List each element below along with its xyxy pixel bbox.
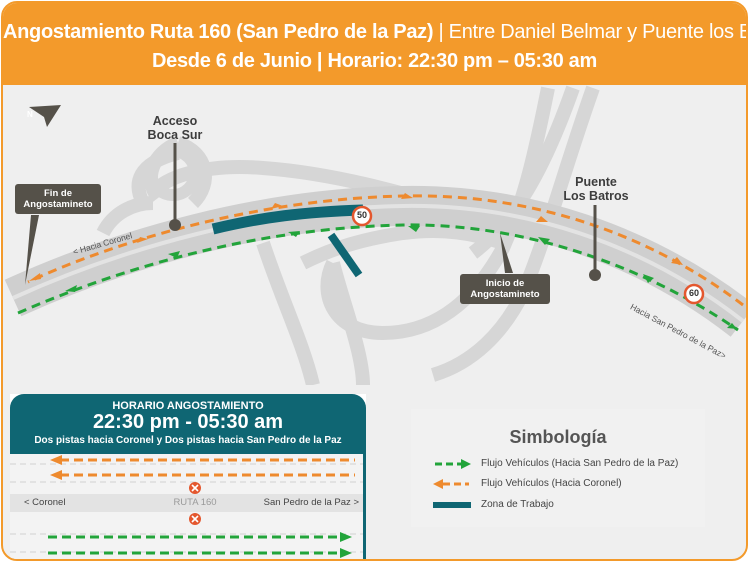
schedule-panel: HORARIO ANGOSTAMIENTO 22:30 pm - 05:30 a… <box>10 394 366 559</box>
sanpedro-label: San Pedro de la Paz > <box>263 497 359 508</box>
closed-lane-icon-2 <box>189 513 201 525</box>
legend-item-work-zone: Zona de Trabajo <box>481 499 554 510</box>
north-arrow-icon <box>29 105 61 127</box>
fin-line1: Fin de <box>44 188 72 199</box>
inicio-line1: Inicio de <box>485 278 525 289</box>
flow-sanpedro-arrows <box>65 226 737 329</box>
schedule-subtitle: Desde 6 de Junio | Horario: 22:30 pm – 0… <box>151 50 597 72</box>
legend-swatch-sanpedro <box>435 459 471 469</box>
lane-lines <box>10 455 363 558</box>
schedule-description: Dos pistas hacia Coronel y Dos pistas ha… <box>34 435 342 446</box>
lane-coronel <box>50 455 355 480</box>
median-strip <box>10 494 363 512</box>
schedule-time: 22:30 pm - 05:30 am <box>92 411 284 433</box>
route-label: RUTA 160 <box>173 497 217 508</box>
title-main: Angostamiento Ruta 160 (San Pedro de la … <box>3 21 434 43</box>
work-zone-ramp <box>327 232 363 278</box>
title-subtitle: Entre Daniel Belmar y Puente los Batros <box>448 21 746 43</box>
north-label: N <box>27 110 33 119</box>
fin-line2: Angostamineto <box>23 199 93 210</box>
legend-item-sanpedro: Flujo Vehículos (Hacia San Pedro de la P… <box>481 458 679 469</box>
acceso-label: Acceso Boca Sur <box>131 114 219 142</box>
speed-value-a: 50 <box>356 210 367 220</box>
acceso-line2: Boca Sur <box>147 128 203 142</box>
legend-item-coronel: Flujo Vehículos (Hacia Coronel) <box>481 478 622 489</box>
acceso-dot <box>169 219 181 231</box>
coronel-label: < Coronel <box>24 497 66 508</box>
legend-box: Simbología Flujo Vehículos (Hacia San Pe… <box>411 409 705 527</box>
flow-coronel-arrows <box>29 193 683 281</box>
speed-value-b: 60 <box>688 288 699 298</box>
main-road-median <box>12 203 745 323</box>
inicio-angostamiento-box: Inicio de Angostamineto <box>460 274 550 304</box>
header-banner: Angostamiento Ruta 160 (San Pedro de la … <box>3 3 746 85</box>
puente-label: Puente Los Batros <box>551 175 641 203</box>
closed-lane-icon <box>189 482 201 494</box>
roundabout <box>145 145 201 201</box>
inicio-line2: Angostamineto <box>470 289 540 300</box>
speed-sign-a <box>351 205 373 227</box>
acceso-line1: Acceso <box>152 114 198 128</box>
page-title: Angostamiento Ruta 160 (San Pedro de la … <box>3 21 746 44</box>
work-zone <box>211 204 364 235</box>
legend-title: Simbología <box>509 427 607 447</box>
fin-pointer <box>25 215 39 285</box>
schedule-panel-header: HORARIO ANGOSTAMIENTO 22:30 pm - 05:30 a… <box>10 394 366 454</box>
lane-diagram: < Coronel RUTA 160 San Pedro de la Paz > <box>10 454 366 559</box>
puente-line1: Puente <box>575 175 617 189</box>
lane-sanpedro <box>48 532 352 558</box>
fin-angostamiento-box: Fin de Angostamineto <box>15 184 101 214</box>
flow-sanpedro <box>17 223 739 332</box>
legend-swatch-coronel <box>433 479 469 489</box>
puente-line2: Los Batros <box>563 189 629 203</box>
schedule-title: HORARIO ANGOSTAMIENTO <box>112 400 264 412</box>
road-map <box>4 85 746 385</box>
title-separator: | <box>433 21 449 43</box>
puente-dot <box>589 269 601 281</box>
speed-sign-b <box>683 283 705 305</box>
legend-swatches <box>433 459 471 508</box>
inicio-pointer <box>500 233 513 273</box>
